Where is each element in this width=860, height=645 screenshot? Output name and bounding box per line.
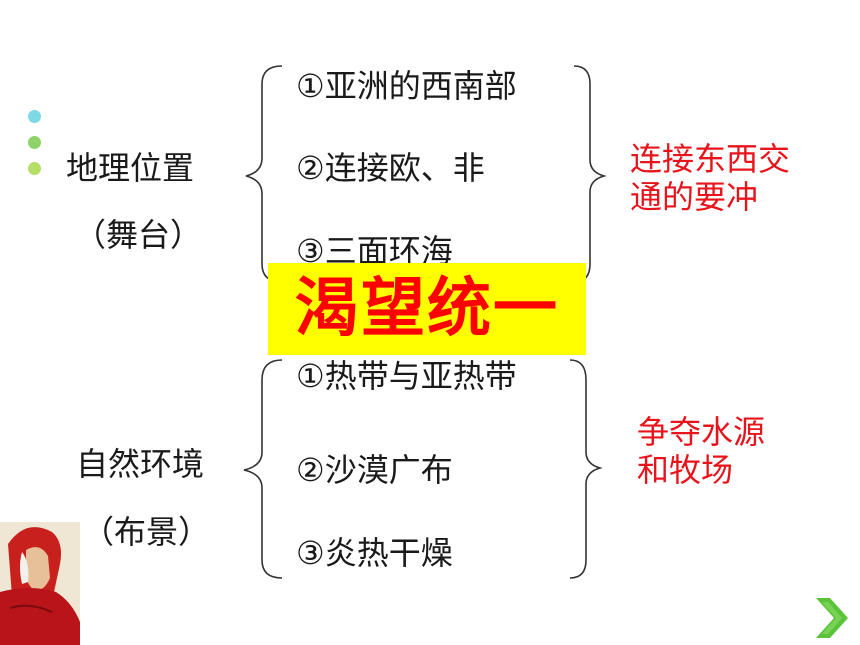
nature-conclusion-line: 和牧场 — [637, 451, 734, 489]
geography-conclusion-line: 通的要冲 — [630, 178, 759, 216]
banner: 渴望统一 — [268, 263, 586, 355]
geo-right-brace — [573, 65, 607, 283]
geo-left-brace — [245, 65, 283, 283]
geography-title: 地理位置 — [66, 149, 195, 187]
portrait-image — [0, 522, 80, 645]
bullet-dot-icon — [28, 110, 41, 123]
nature-left-brace — [243, 359, 283, 579]
nature-title: 自然环境 — [76, 445, 205, 483]
bullet-dot-icon — [28, 162, 41, 175]
nature-right-brace — [569, 359, 603, 579]
geography-conclusion-line: 连接东西交 — [630, 140, 791, 178]
nature-subtitle: （布景） — [82, 513, 211, 551]
nature-conclusion-line: 争夺水源 — [637, 413, 766, 451]
geography-subtitle: （舞台） — [74, 216, 203, 254]
geography-item: ①亚洲的西南部 — [296, 67, 517, 105]
nature-item: ①热带与亚热带 — [296, 357, 517, 395]
nature-item: ②沙漠广布 — [296, 451, 453, 489]
nature-conclusion: 争夺水源 和牧场 — [637, 413, 765, 489]
geography-item: ②连接欧、非 — [296, 149, 485, 187]
bullet-dot-icon — [28, 136, 41, 149]
next-arrow-icon[interactable] — [812, 596, 852, 640]
geography-conclusion: 连接东西交 通的要冲 — [630, 140, 790, 216]
nature-item: ③炎热干燥 — [296, 534, 453, 572]
